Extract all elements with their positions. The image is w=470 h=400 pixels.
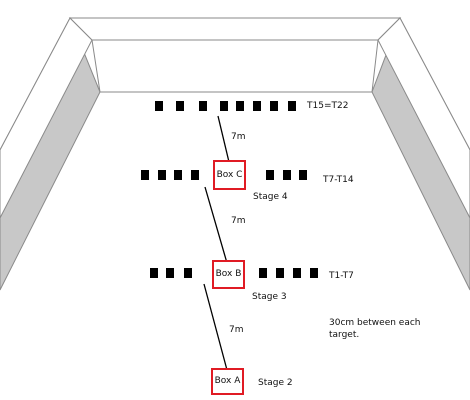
back-wall-rim [68, 17, 402, 41]
box-b: Box B [212, 260, 245, 289]
stage-2-label: Stage 2 [258, 378, 293, 388]
line-a-to-b [203, 283, 228, 371]
spacing-note: 30cm between each target. [329, 318, 421, 340]
target [288, 101, 296, 111]
target [276, 268, 284, 278]
target [184, 268, 192, 278]
target [259, 268, 267, 278]
target [310, 268, 318, 278]
target [176, 101, 184, 111]
stage-3-label: Stage 3 [252, 292, 287, 302]
target [150, 268, 158, 278]
target [191, 170, 199, 180]
target [299, 170, 307, 180]
target [283, 170, 291, 180]
target-group-label-row3: T15=T22 [307, 101, 349, 111]
target [266, 170, 274, 180]
right-wall-top [377, 17, 470, 219]
target [166, 268, 174, 278]
back-wall [91, 39, 379, 93]
target-group-label-row2: T7-T14 [323, 175, 354, 185]
target-group-label-row1: T1-T7 [329, 271, 354, 281]
target [141, 170, 149, 180]
line-b-to-c [204, 186, 228, 264]
target [155, 101, 163, 111]
line-c-to-far [217, 115, 230, 163]
target [253, 101, 261, 111]
box-b-label: Box B [215, 269, 242, 279]
target [158, 170, 166, 180]
target [199, 101, 207, 111]
box-c: Box C [213, 160, 246, 190]
target [220, 101, 228, 111]
distance-label-c-to-far: 7m [231, 132, 246, 142]
target [174, 170, 182, 180]
distance-label-b-to-c: 7m [231, 216, 246, 226]
box-a-label: Box A [214, 376, 241, 386]
box-a: Box A [211, 368, 244, 395]
distance-label-a-to-b: 7m [229, 325, 244, 335]
target [270, 101, 278, 111]
box-c-label: Box C [216, 170, 243, 180]
target [236, 101, 244, 111]
stage-4-label: Stage 4 [253, 192, 288, 202]
target [293, 268, 301, 278]
